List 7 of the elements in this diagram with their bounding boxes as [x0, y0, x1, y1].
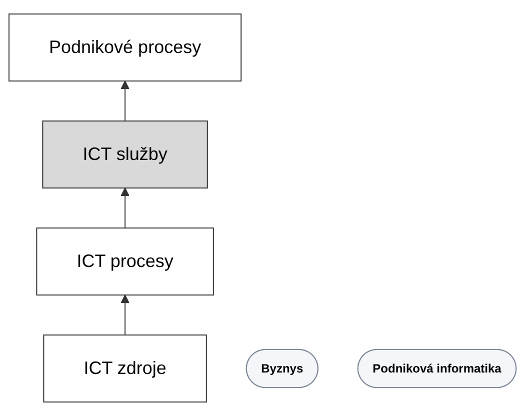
node-box: ICT zdroje — [43, 334, 207, 402]
arrow — [120, 187, 130, 228]
arrow — [120, 294, 130, 335]
node-box: ICT procesy — [36, 227, 214, 295]
node-box: Podnikové procesy — [8, 13, 242, 81]
node-box: ICT služby — [42, 120, 208, 188]
arrow — [120, 80, 130, 121]
